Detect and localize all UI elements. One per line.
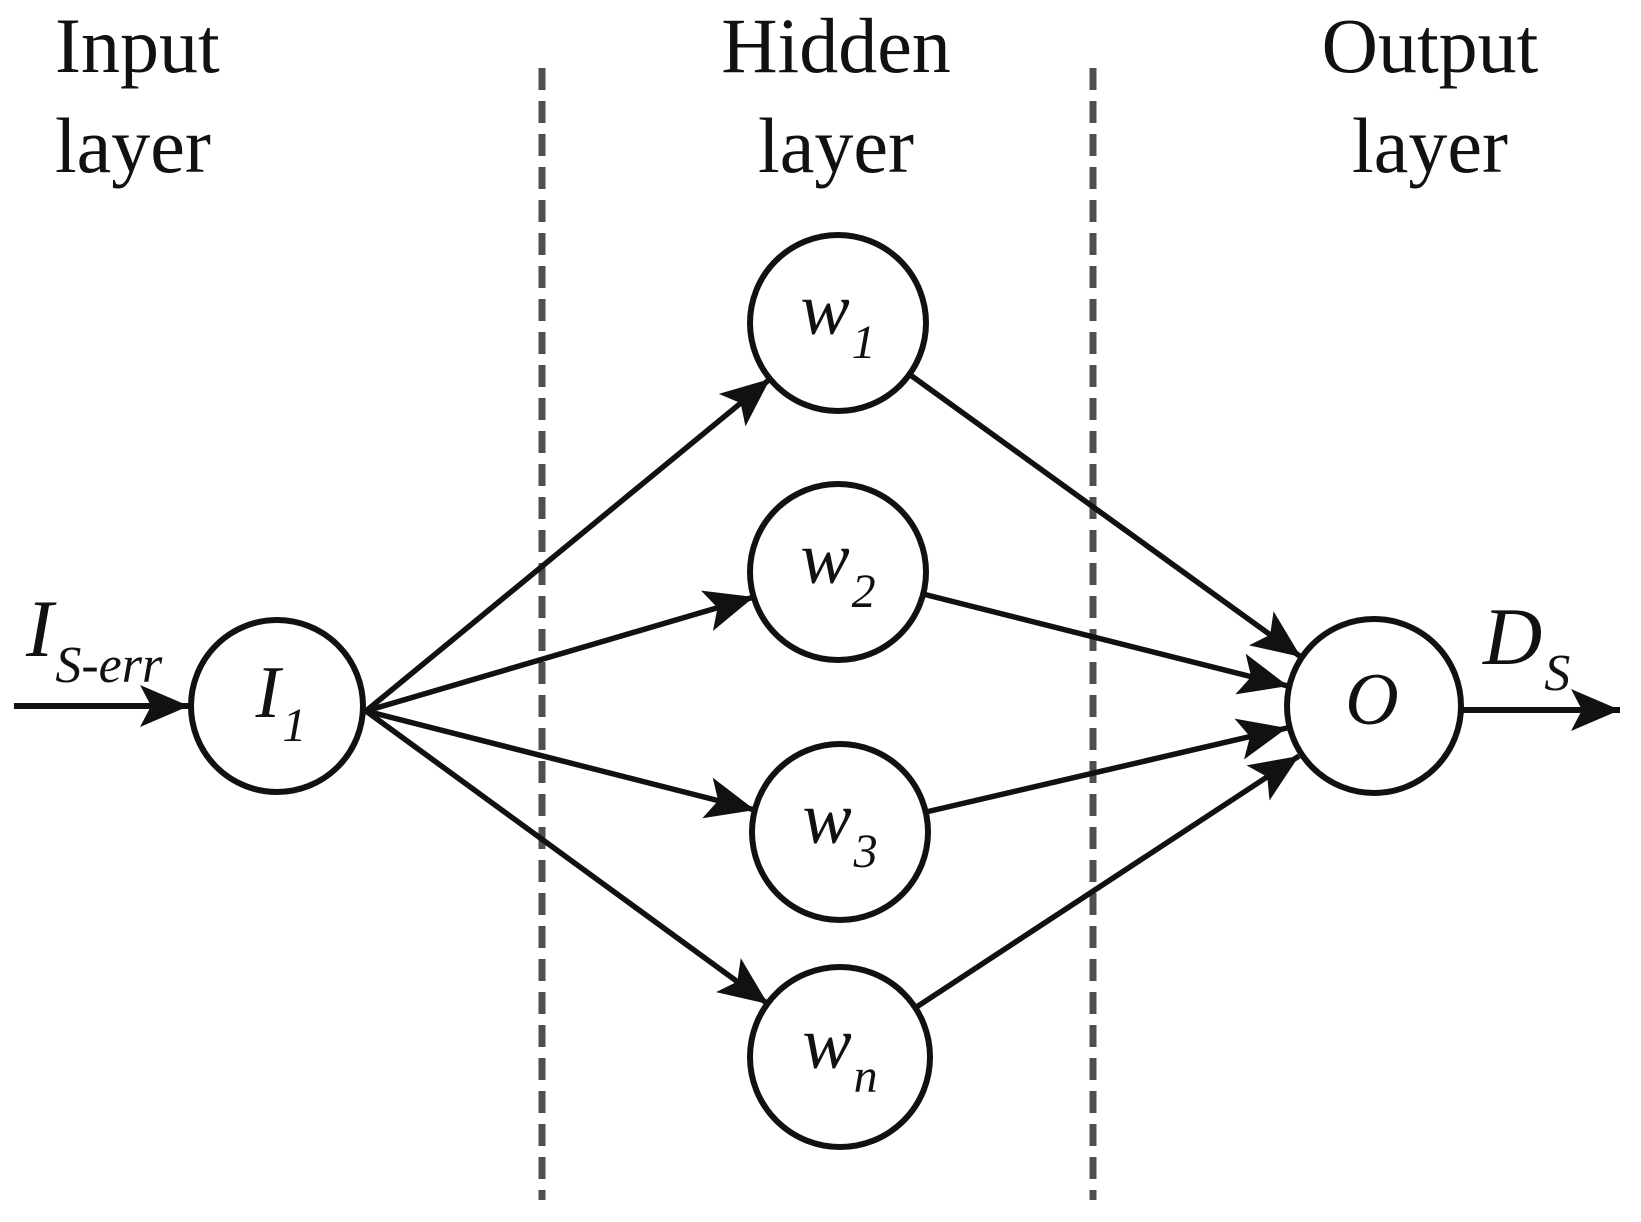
node-label-w3: w3 — [802, 777, 877, 879]
node-label-i1: I1 — [256, 651, 307, 753]
node-label-w3-main: w — [802, 777, 852, 860]
input-signal-sub: S-err — [55, 637, 163, 694]
edge-i1-wn — [364, 708, 770, 1007]
edge-w1-o — [907, 371, 1303, 660]
node-label-w2-main: w — [800, 517, 850, 600]
node-label-i1-sub: 1 — [282, 698, 307, 752]
edge-i1-w2 — [365, 590, 755, 714]
node-circle-i1 — [188, 617, 366, 795]
node-label-w1-sub: 1 — [851, 315, 876, 369]
node-label-w2-sub: 2 — [851, 564, 876, 618]
edge-w2-o — [922, 591, 1289, 695]
node-label-w1: w1 — [800, 268, 875, 370]
edge-w3-o — [925, 718, 1288, 815]
node-label-wn: wn — [802, 1002, 877, 1104]
node-circle-o — [1284, 616, 1464, 796]
node-circle-w2 — [747, 481, 929, 663]
node-circle-wn — [747, 964, 933, 1150]
node-label-wn-main: w — [802, 1002, 852, 1085]
node-label-wn-sub: n — [853, 1049, 878, 1103]
node-circle-w3 — [749, 741, 931, 923]
layer-title-input: Input layer — [55, 2, 220, 189]
edge-i1-w1 — [364, 376, 772, 714]
input-signal-main: I — [26, 583, 54, 674]
node-label-w3-sub: 3 — [853, 824, 878, 878]
node-circle-w1 — [747, 232, 929, 414]
edge-i1-w3 — [365, 708, 756, 819]
layer-title-hidden: Hidden layer — [721, 2, 951, 189]
edge-wn-o — [913, 753, 1301, 1011]
input-signal-label: IS-err — [26, 588, 162, 707]
output-signal-sub: S — [1544, 645, 1571, 702]
node-label-o: O — [1345, 658, 1398, 743]
node-label-o-main: O — [1345, 659, 1399, 742]
node-label-w2: w2 — [800, 517, 875, 619]
node-label-i1-main: I — [255, 651, 281, 734]
layer-title-output: Output layer — [1321, 2, 1539, 189]
output-signal-main: D — [1483, 591, 1543, 682]
output-signal-label: DS — [1483, 596, 1570, 715]
node-label-w1-main: w — [800, 268, 850, 351]
